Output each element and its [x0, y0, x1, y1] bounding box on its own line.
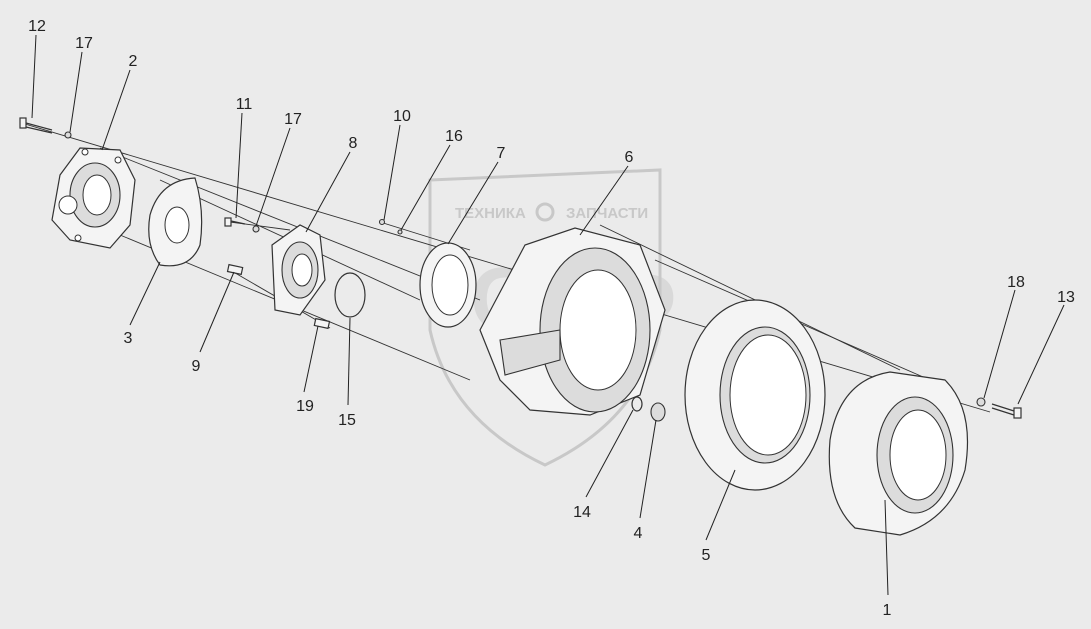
callout-14: 14 — [573, 504, 591, 521]
callout-16: 16 — [445, 128, 463, 145]
callout-15: 15 — [338, 412, 356, 429]
part-9-pin — [226, 263, 244, 276]
callout-3: 3 — [124, 330, 133, 347]
part-8-flange — [271, 224, 326, 316]
callout-2: 2 — [129, 53, 138, 70]
part-7-bearing-cover — [419, 242, 477, 328]
part-4-gear — [650, 402, 666, 422]
callout-12: 12 — [28, 18, 46, 35]
callout-17a: 17 — [75, 35, 93, 52]
part-5-ring-gear — [684, 299, 826, 491]
part-13-bolt — [991, 403, 1022, 419]
callout-1: 1 — [883, 602, 892, 619]
part-2-end-cover — [51, 147, 136, 249]
callout-17b: 17 — [284, 111, 302, 128]
callout-13: 13 — [1057, 289, 1075, 306]
part-16-washer — [397, 229, 403, 235]
watermark-text-right: ЗАПЧАСТИ — [566, 205, 648, 222]
callout-labels: 12 17 2 3 11 17 8 10 16 7 6 9 19 15 14 4… — [28, 18, 1075, 619]
part-19-pin — [313, 317, 331, 330]
part-11-bolt — [224, 217, 246, 227]
part-18-washer — [976, 397, 986, 407]
watermark-text-left: ТЕХНИКА — [455, 205, 526, 222]
part-6-main-housing — [479, 227, 666, 416]
callout-6: 6 — [625, 149, 634, 166]
callout-19: 19 — [296, 398, 314, 415]
part-12-bolt — [19, 117, 53, 134]
callout-11: 11 — [236, 96, 253, 113]
part-14-ring — [631, 396, 643, 412]
callout-18: 18 — [1007, 274, 1025, 291]
callout-4: 4 — [634, 525, 643, 542]
callout-10: 10 — [393, 108, 411, 125]
part-3-gasket — [148, 177, 203, 267]
leader-lines — [31, 34, 1065, 596]
part-10-screw — [378, 218, 386, 226]
callout-9: 9 — [192, 358, 201, 375]
part-17-washer — [64, 131, 72, 139]
part-17-washer-2 — [252, 225, 260, 233]
callout-8: 8 — [349, 135, 358, 152]
part-15-o-ring — [334, 272, 366, 318]
callout-5: 5 — [702, 547, 711, 564]
callout-7: 7 — [497, 145, 506, 162]
part-1-hub-cover — [828, 371, 969, 536]
